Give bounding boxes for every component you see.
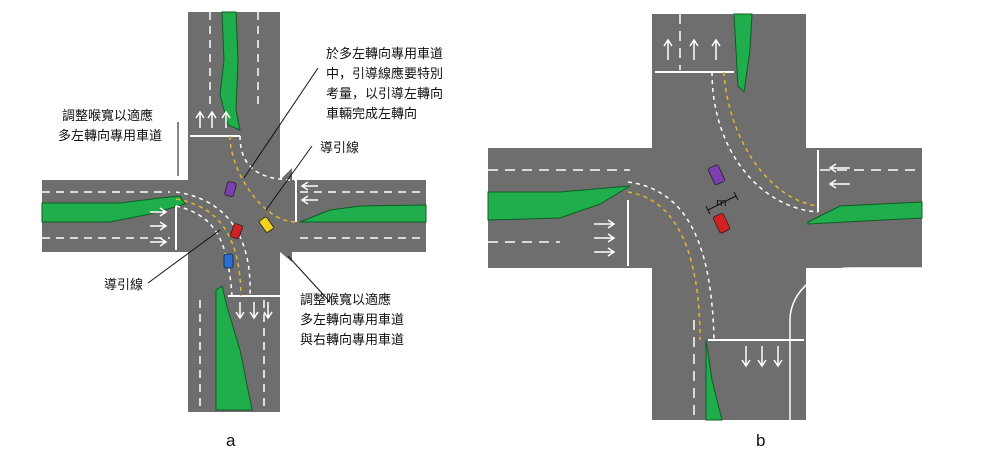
label-top-right-a: 於多左轉向專用車道 中，引導線應要特別 考量，以引導左轉向 車輛完成左轉向 — [326, 46, 447, 122]
vehicle-red-a — [230, 223, 243, 240]
label-bottom-right-a: 調整喉寬以適應 多左轉向專用車道 與右轉向專用車道 — [300, 292, 408, 348]
caption-b: b — [756, 431, 765, 450]
island-west-a — [41, 195, 186, 223]
vehicle-purple-a — [224, 181, 237, 198]
island-south-b — [705, 339, 723, 421]
measure-marker-b — [705, 191, 739, 215]
vehicle-yellow-a — [259, 216, 274, 233]
island-east-b — [807, 201, 923, 225]
island-north-b — [733, 13, 753, 94]
island-west-b — [487, 185, 631, 221]
vehicle-blue-a — [223, 253, 234, 269]
label-guide-left-a: 導引線 — [104, 277, 143, 293]
label-left-top-a: 調整喉寬以適應 多左轉向專用車道 — [58, 108, 162, 144]
island-north-a — [219, 11, 241, 131]
intersection-b — [487, 13, 923, 421]
vehicle-red-b — [713, 212, 731, 234]
island-south-a — [215, 285, 253, 411]
vehicle-purple-b — [707, 164, 725, 186]
intersection-a — [41, 11, 427, 412]
measure-label-b: m — [716, 196, 727, 209]
island-east-a — [299, 204, 427, 223]
label-guide-right-a: 導引線 — [320, 140, 359, 156]
caption-a: a — [226, 431, 236, 450]
